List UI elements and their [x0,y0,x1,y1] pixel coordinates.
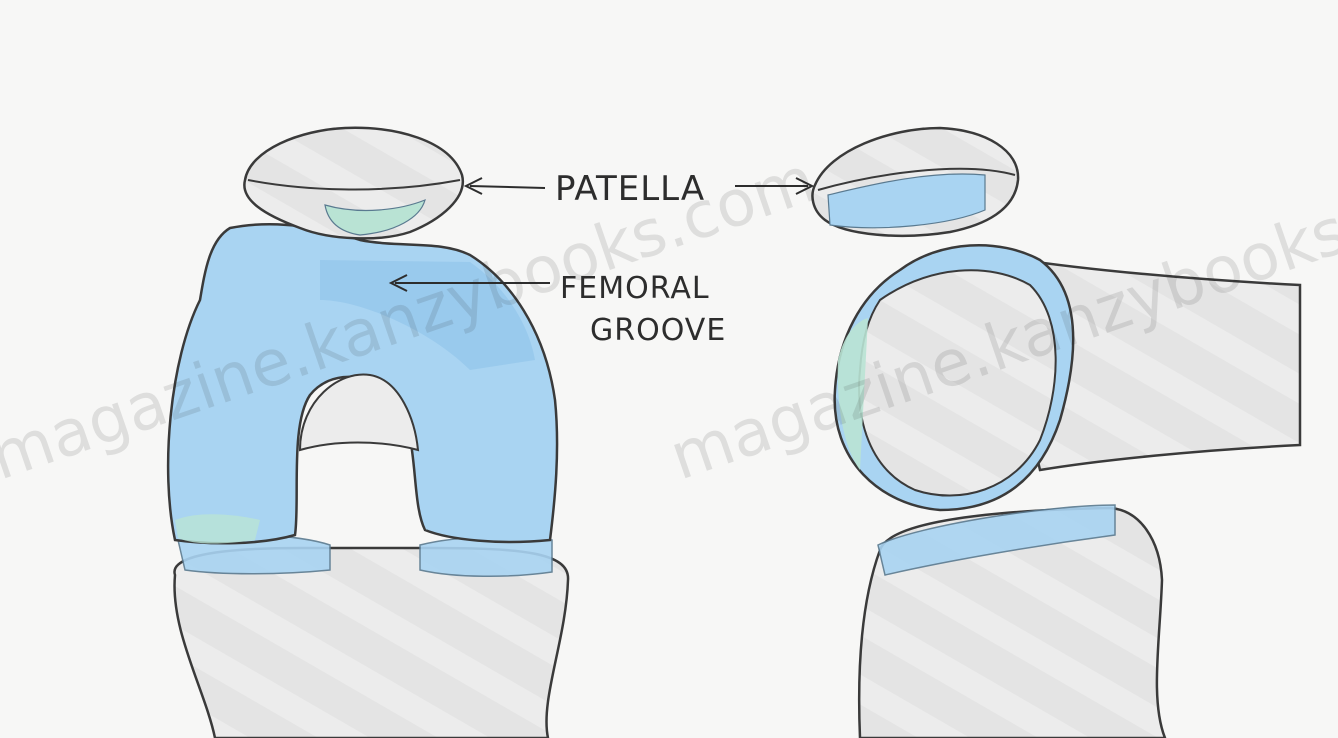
side-view [812,128,1300,738]
front-view [168,128,568,738]
patella-arrow-left [470,186,545,188]
femoral-label-line2: GROOVE [590,313,726,348]
